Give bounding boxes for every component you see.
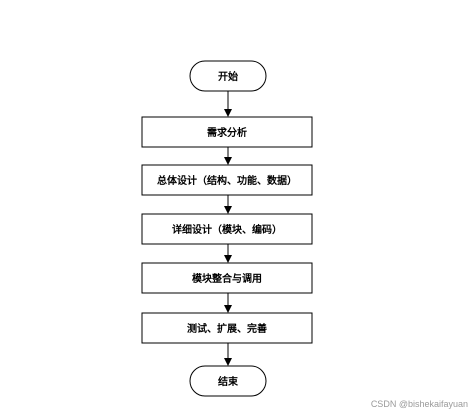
watermark: CSDN @bishekaifayuan bbox=[370, 399, 468, 409]
process-step-1: 需求分析 bbox=[141, 116, 313, 148]
start-node-label: 开始 bbox=[218, 70, 238, 83]
process-step-4: 模块整合与调用 bbox=[141, 262, 313, 294]
end-node-label: 结束 bbox=[218, 375, 239, 388]
process-step-3: 详细设计（模块、编码） bbox=[141, 213, 313, 245]
start-node: 开始 bbox=[189, 60, 267, 92]
process-step-5-label: 测试、扩展、完善 bbox=[187, 322, 267, 335]
end-node: 结束 bbox=[189, 365, 267, 397]
process-step-5: 测试、扩展、完善 bbox=[141, 312, 313, 344]
process-step-2-label: 总体设计（结构、功能、数据） bbox=[157, 174, 297, 187]
process-step-3-label: 详细设计（模块、编码） bbox=[172, 223, 282, 236]
process-step-2: 总体设计（结构、功能、数据） bbox=[141, 164, 313, 196]
process-step-4-label: 模块整合与调用 bbox=[192, 272, 262, 285]
process-step-1-label: 需求分析 bbox=[207, 126, 247, 139]
